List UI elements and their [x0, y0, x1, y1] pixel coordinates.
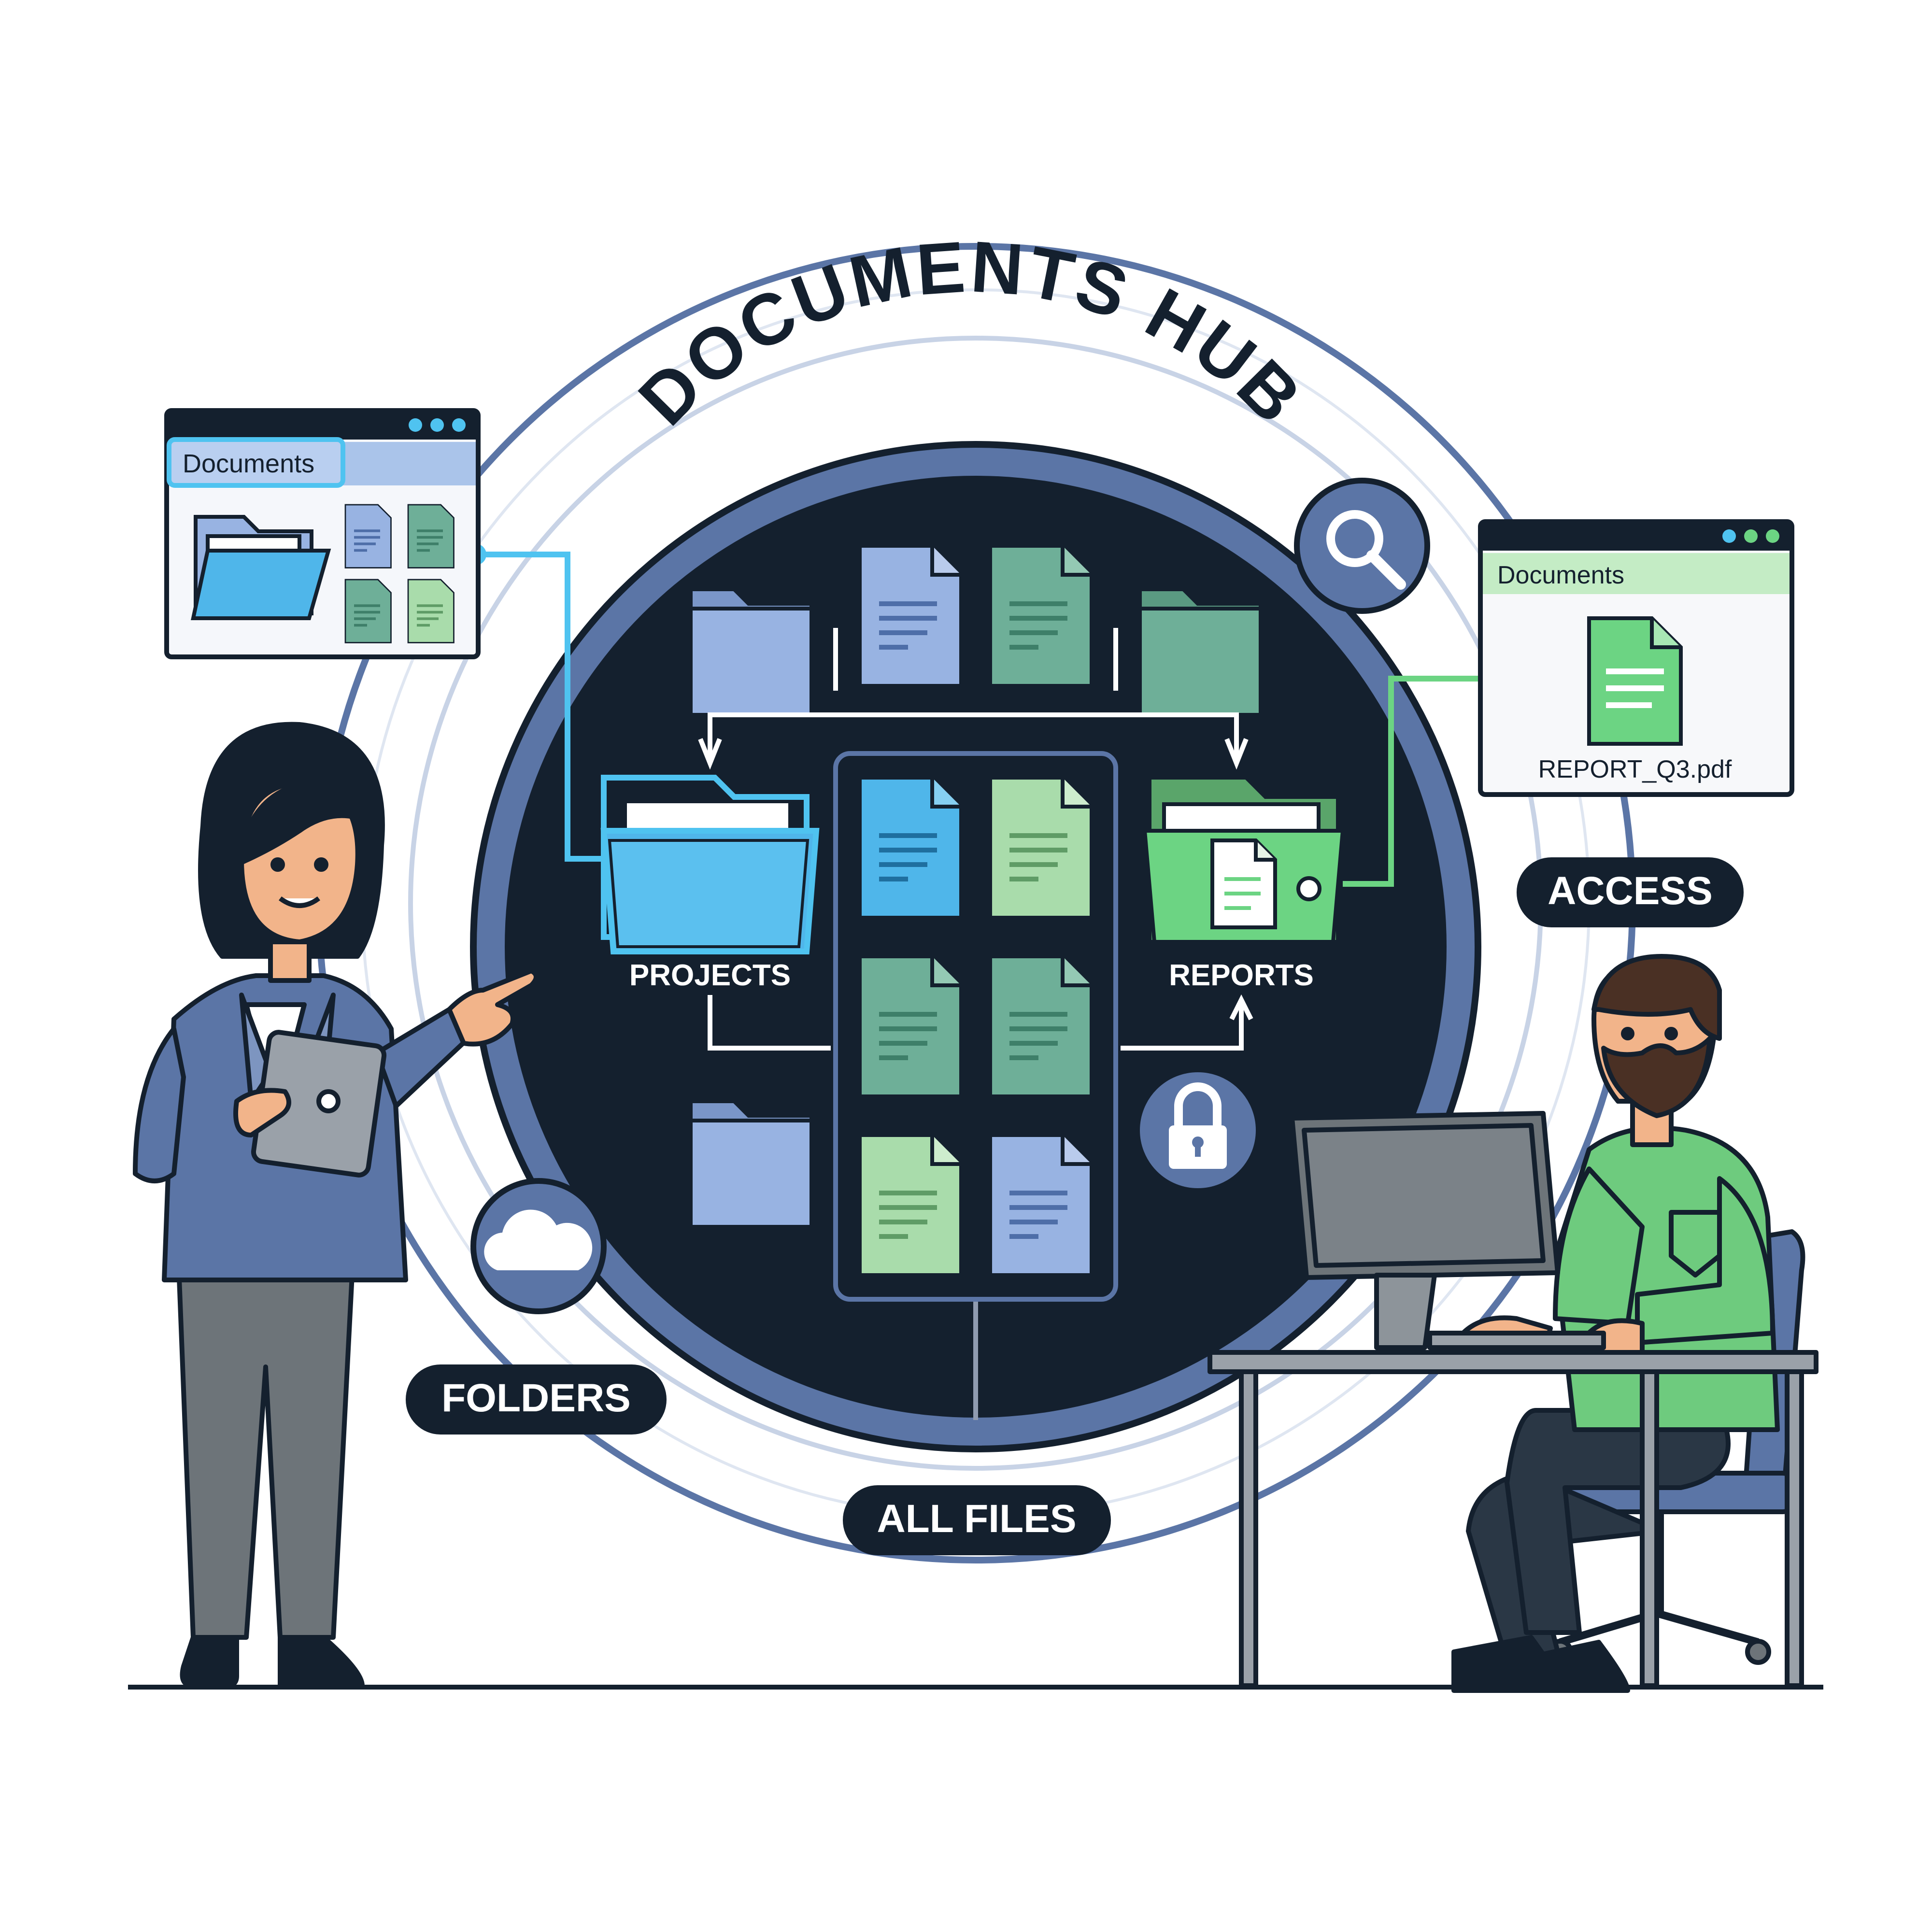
document-icon — [344, 504, 392, 568]
document-icon — [988, 954, 1094, 1098]
left-connector — [476, 552, 601, 862]
folders-pill[interactable]: FOLDERS — [406, 1364, 667, 1435]
projects-label: PROJECTS — [629, 959, 791, 992]
left-window-tab[interactable] — [167, 437, 345, 488]
flow-lines — [698, 628, 1253, 1420]
left-window: Documents — [164, 408, 481, 659]
document-icon[interactable] — [1587, 616, 1683, 746]
right-window-tab[interactable] — [1483, 553, 1790, 594]
man-at-desk — [1208, 954, 1818, 1693]
document-icon — [344, 579, 392, 643]
folders-pill-label: FOLDERS — [441, 1376, 631, 1420]
right-window-file-name: REPORT_Q3.pdf — [1538, 755, 1732, 783]
all-files-pill[interactable]: ALL FILES — [843, 1485, 1111, 1555]
top-row — [689, 544, 1263, 717]
projects-folder[interactable] — [600, 775, 820, 954]
woman-presenter — [133, 722, 539, 1688]
access-pill-label: ACCESS — [1548, 869, 1713, 913]
search-icon[interactable] — [1294, 478, 1430, 614]
document-icon — [858, 1133, 963, 1277]
document-icon — [988, 776, 1094, 920]
document-icon — [407, 579, 455, 643]
cloud-icon — [470, 1178, 607, 1314]
lock-icon — [1135, 1067, 1261, 1193]
all-files-column — [833, 751, 1118, 1302]
folder-icon — [689, 1099, 813, 1229]
all-files-pill-label: ALL FILES — [877, 1497, 1076, 1541]
left-window-tab-label: Documents — [183, 449, 314, 478]
document-icon — [858, 544, 963, 688]
folder-icon — [689, 587, 813, 717]
folder-icon — [191, 515, 331, 620]
folder-icon — [1138, 587, 1263, 717]
document-icon — [988, 1133, 1094, 1277]
hub-title: DOCUMENTS HUB — [623, 226, 1319, 440]
document-icon — [1210, 838, 1277, 929]
right-window-tab-label: Documents — [1497, 561, 1624, 589]
access-pill[interactable]: ACCESS — [1517, 857, 1744, 927]
reports-folder[interactable] — [1142, 776, 1345, 944]
document-icon — [858, 776, 963, 920]
document-icon — [858, 954, 963, 1098]
document-icon — [407, 504, 455, 568]
reports-label: REPORTS — [1169, 959, 1314, 992]
document-icon — [988, 544, 1094, 688]
right-window: Documents REPORT_Q3.pdf — [1478, 519, 1794, 797]
